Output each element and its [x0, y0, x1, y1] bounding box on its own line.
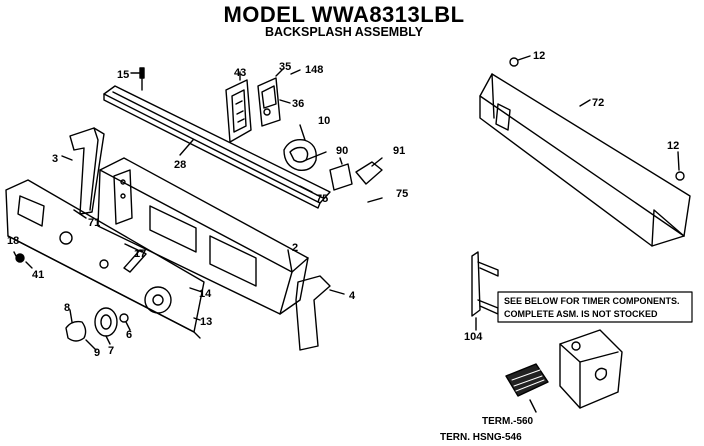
screw-part — [130, 67, 145, 91]
callout-13: 13 — [200, 316, 212, 328]
end-cap-part — [295, 275, 345, 351]
callout-72: 72 — [592, 97, 604, 109]
callout-4: 4 — [349, 290, 356, 302]
dial-part — [94, 307, 118, 345]
knob-part — [13, 251, 33, 269]
callout-28: 28 — [174, 159, 186, 171]
callout-3: 3 — [52, 153, 58, 165]
callout-71: 71 — [88, 217, 100, 229]
callout-8: 8 — [64, 302, 70, 314]
screw-part — [299, 185, 383, 203]
callout-41: 41 — [32, 269, 44, 281]
screw-part — [509, 55, 685, 181]
callout-14: 14 — [199, 288, 212, 300]
terminal-reference: TERM.-560 — [482, 416, 534, 427]
callout-104: 104 — [464, 331, 483, 343]
knob-part — [65, 309, 97, 351]
callout-36: 36 — [292, 98, 304, 110]
callout-9: 9 — [94, 347, 100, 359]
timer-part — [559, 329, 623, 409]
callout-12: 12 — [667, 140, 679, 152]
backsplash-housing-part — [97, 157, 309, 315]
callout-91: 91 — [393, 145, 405, 157]
callout-18: 18 — [7, 235, 19, 247]
callout-12: 12 — [533, 50, 545, 62]
callout-43: 43 — [234, 67, 246, 79]
page-subtitle: BACKSPLASH ASSEMBLY — [264, 25, 424, 39]
backsplash-cover-part — [479, 73, 691, 247]
callout-15: 15 — [117, 69, 129, 81]
ring-part — [119, 313, 131, 331]
callout-148: 148 — [305, 64, 323, 76]
note-box — [497, 291, 693, 323]
callout-6: 6 — [126, 329, 132, 341]
callout-10: 10 — [318, 115, 330, 127]
callout-7: 7 — [108, 345, 114, 357]
callout-75: 75 — [396, 188, 408, 200]
terminal-housing-reference: TERN. HSNG-546 — [440, 432, 522, 443]
timer-note-line-2: COMPLETE ASM. IS NOT STOCKED — [504, 309, 658, 319]
timer-note-line-1: SEE BELOW FOR TIMER COMPONENTS. — [504, 296, 680, 306]
relay-part — [329, 157, 383, 191]
trim-strip-part — [103, 85, 331, 209]
switch-part — [257, 67, 301, 127]
callout-75: 75 — [316, 193, 328, 205]
callout-17: 17 — [134, 248, 146, 260]
mounting-bracket-part — [225, 71, 252, 143]
rotary-switch-part — [283, 124, 327, 171]
callout-2: 2 — [292, 242, 298, 254]
control-panel-part — [5, 179, 205, 339]
callout-35: 35 — [279, 61, 291, 73]
callout-90: 90 — [336, 145, 348, 157]
page-title: MODEL WWA8313LBL — [223, 2, 465, 27]
timer-bracket-part — [471, 251, 499, 331]
terminal-connector-part — [505, 363, 549, 413]
end-cap-part — [61, 127, 105, 215]
